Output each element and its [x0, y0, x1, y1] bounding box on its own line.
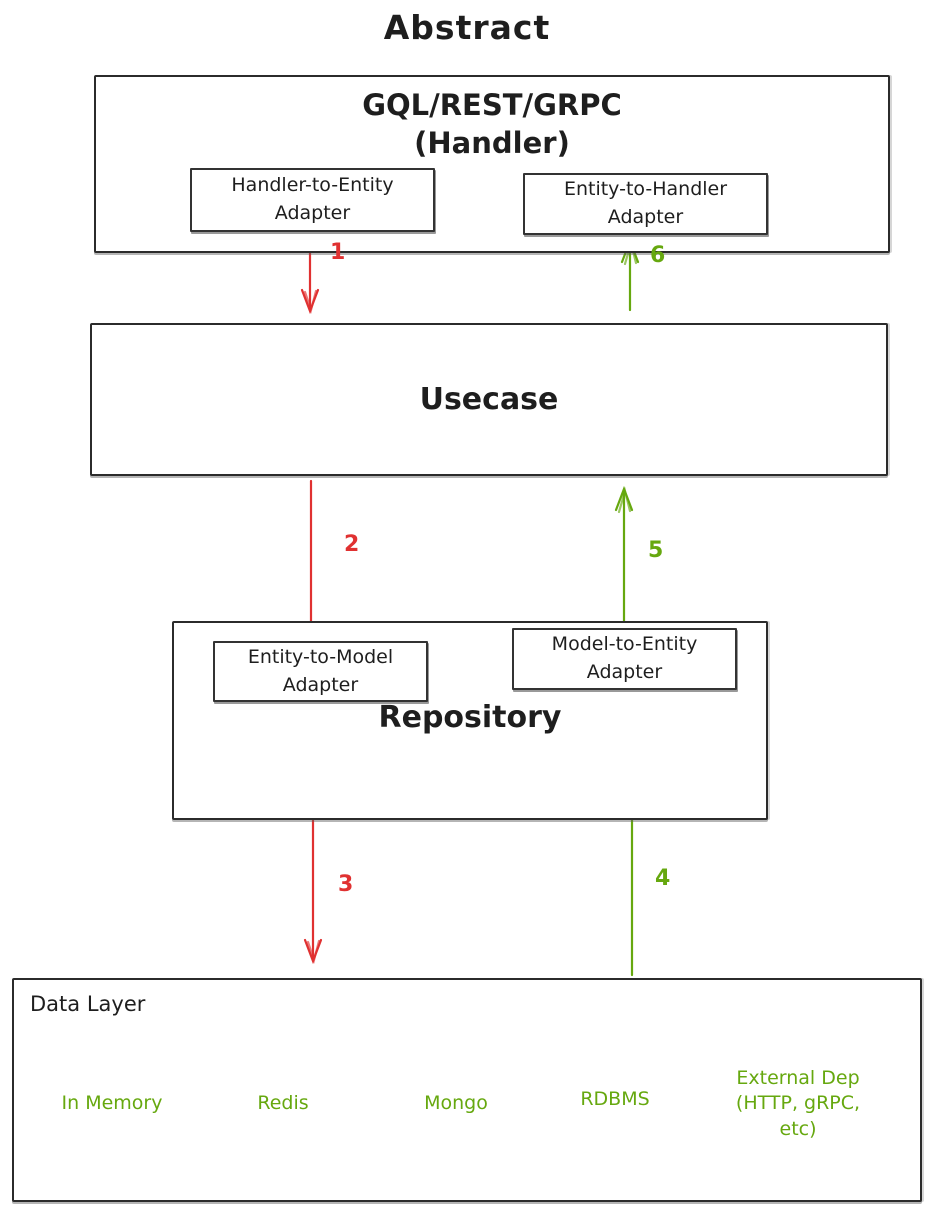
store-label-mongo: Mongo — [424, 1092, 488, 1115]
step-number-2: 2 — [344, 532, 360, 557]
handler-to-entity-adapter-line2: Adapter — [274, 202, 351, 224]
handler-layer-title-line2: (Handler) — [414, 126, 570, 161]
handler-to-entity-adapter-line1: Handler-to-Entity — [231, 174, 394, 197]
entity-to-handler-adapter-line1: Entity-to-Handler — [563, 178, 728, 201]
handler-to-entity-adapter-box: Handler-to-Entity Adapter — [190, 168, 435, 232]
entity-to-model-adapter-line1: Entity-to-Model — [247, 645, 394, 668]
model-to-entity-adapter-line2: Adapter — [586, 661, 663, 683]
store-label-in-memory: In Memory — [61, 1092, 163, 1115]
step-number-6: 6 — [650, 243, 666, 268]
step-number-5: 5 — [648, 538, 664, 563]
entity-to-model-adapter-box: Entity-to-Model Adapter — [213, 641, 428, 702]
step-number-4: 4 — [655, 866, 671, 891]
model-to-entity-adapter-line1: Model-to-Entity — [551, 633, 698, 656]
arrow-step-5 — [614, 485, 634, 634]
usecase-label: Usecase — [419, 382, 559, 417]
repository-label: Repository — [378, 700, 562, 735]
model-to-entity-adapter-box: Model-to-Entity Adapter — [512, 628, 737, 690]
store-label-external-dep: External Dep (HTTP, gRPC, etc) — [735, 1066, 861, 1140]
handler-layer-title: GQL/REST/GRPC (Handler) — [94, 86, 890, 163]
diagram-title: Abstract — [383, 8, 551, 47]
entity-to-model-adapter-line2: Adapter — [282, 673, 359, 696]
step-number-3: 3 — [338, 872, 354, 897]
step-number-1: 1 — [330, 240, 346, 265]
data-layer-box — [12, 978, 922, 1202]
store-label-rdbms: RDBMS — [580, 1088, 650, 1111]
entity-to-handler-adapter-box: Entity-to-Handler Adapter — [523, 173, 768, 235]
data-layer-label: Data Layer — [30, 992, 146, 1016]
handler-layer-title-line1: GQL/REST/GRPC — [362, 88, 622, 122]
usecase-layer-box: Usecase — [90, 323, 888, 476]
entity-to-handler-adapter-line2: Adapter — [607, 206, 684, 228]
store-label-redis: Redis — [257, 1092, 309, 1115]
